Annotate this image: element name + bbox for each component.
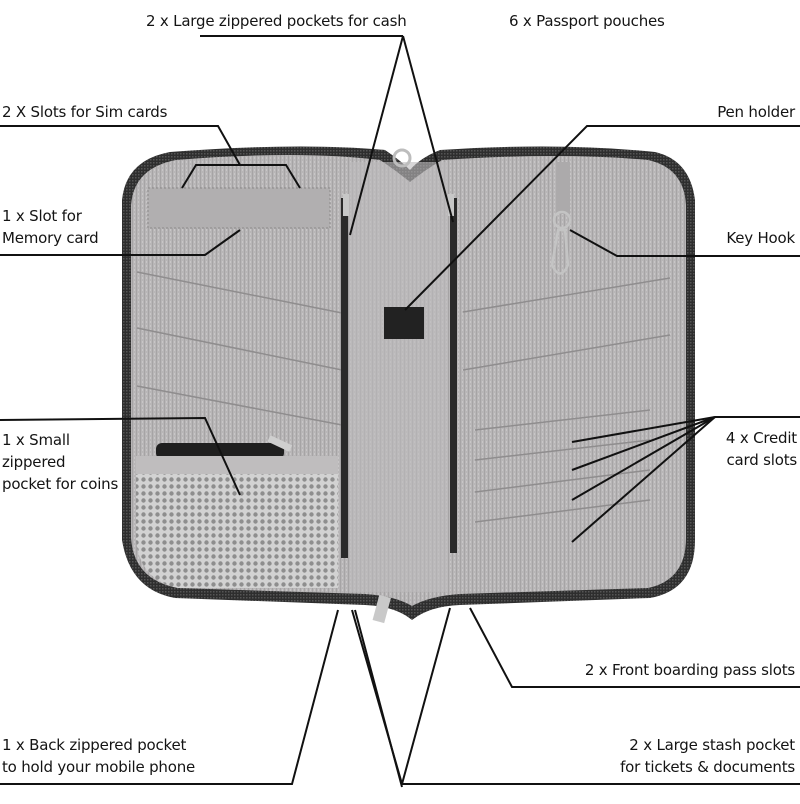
label-stash-pocket: 2 x Large stash pocket for tickets & doc… <box>620 736 795 776</box>
right-zipper-pull-icon <box>448 194 454 216</box>
label-cash-pockets: 2 x Large zippered pockets for cash <box>146 12 407 30</box>
sim-card-slot-strip <box>147 187 331 229</box>
bottom-zipper-pull-icon <box>372 594 391 624</box>
label-sim-slots: 2 X Slots for Sim cards <box>2 103 168 121</box>
left-card-slots <box>136 271 343 426</box>
left-zipper-pull-icon <box>343 194 349 216</box>
label-back-zippered-pocket: 1 x Back zippered pocket to hold your mo… <box>2 736 196 776</box>
key-hook-icon <box>550 162 572 275</box>
right-cash-zipper <box>450 198 457 553</box>
top-d-ring-icon <box>392 148 412 168</box>
label-passport-pouches: 6 x Passport pouches <box>509 12 665 30</box>
label-credit-card-slots: 4 x Credit card slots <box>725 429 797 469</box>
center-spine <box>350 162 448 592</box>
left-cash-zipper <box>341 198 348 558</box>
coin-pocket <box>136 435 338 588</box>
label-boarding-pass-slots: 2 x Front boarding pass slots <box>584 661 795 679</box>
pen-holder-loop <box>384 307 424 339</box>
label-memory-card: 1 x Slot for Memory card <box>2 207 99 247</box>
label-coin-pocket: 1 x Small zippered pocket for coins <box>2 431 119 493</box>
label-pen-holder: Pen holder <box>717 103 795 121</box>
label-key-hook: Key Hook <box>726 229 795 247</box>
leader-lines <box>0 35 800 788</box>
right-card-slots <box>462 277 671 523</box>
